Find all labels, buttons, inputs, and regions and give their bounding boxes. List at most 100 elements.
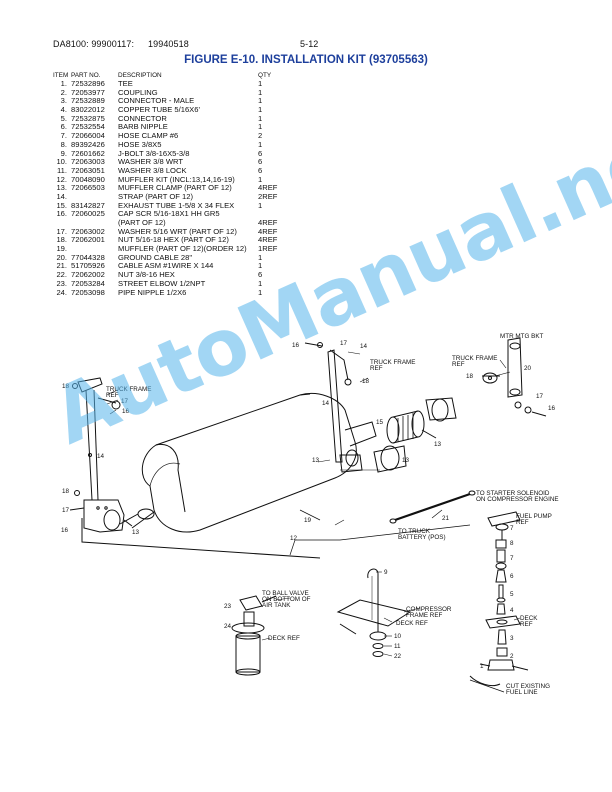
part-number: 77044328	[71, 252, 105, 262]
part-number: 72062001	[71, 235, 105, 245]
part-description: PIPE NIPPLE 1/2X6	[118, 287, 187, 297]
cable-assembly	[389, 490, 476, 524]
ball-valve-label-2: ON BOTTOM OF	[262, 596, 311, 603]
part-number: 72053977	[71, 87, 105, 97]
part-item-number: 22.	[56, 270, 67, 280]
part-description: BARB NIPPLE	[118, 122, 168, 132]
part-description: CONNECTOR	[118, 113, 167, 123]
callout-16: 16	[548, 405, 556, 412]
part-number: 72060025	[71, 209, 105, 219]
part-item-number: 4.	[60, 105, 67, 115]
callout-13: 13	[434, 441, 442, 448]
callout-13: 13	[402, 457, 410, 464]
part-quantity: 4REF	[258, 226, 278, 236]
to-battery-label: TO TRUCK	[398, 528, 431, 535]
callout-24: 24	[224, 623, 232, 630]
callout-21: 21	[442, 515, 450, 522]
part-quantity: 1REF	[258, 244, 278, 254]
callout-12: 12	[290, 535, 298, 542]
part-item-number: 14.	[56, 191, 67, 201]
callout-2: 2	[510, 653, 514, 660]
callout-16: 16	[61, 527, 69, 534]
part-number: 72532554	[71, 122, 105, 132]
callout-1: 1	[480, 663, 484, 670]
col-qty-header: QTY	[258, 72, 272, 79]
part-number: 51705926	[71, 261, 105, 271]
part-item-number: 11.	[57, 165, 67, 175]
leader-lines	[106, 351, 521, 657]
part-item-number: 18.	[56, 235, 67, 245]
callout-17: 17	[62, 507, 70, 514]
callout-11: 11	[394, 643, 401, 650]
part-quantity: 6	[258, 148, 263, 158]
fuel-pump-label: FUEL PUMP	[516, 513, 552, 520]
callout-17: 17	[536, 393, 544, 400]
part-number: 72532896	[71, 79, 105, 88]
fuel-line-label: FUEL LINE	[506, 689, 538, 696]
part-description: MUFFLER CLAMP (PART OF 12)	[118, 183, 232, 193]
callout-8: 8	[510, 540, 514, 547]
part-item-number: 17.	[56, 226, 67, 236]
part-number: 83022012	[71, 105, 105, 115]
part-description: HOSE CLAMP #6	[118, 131, 179, 141]
callout-18: 18	[466, 373, 474, 380]
part-description: CABLE ASM #1WIRE X 144	[118, 261, 214, 271]
part-item-number: 16.	[56, 209, 67, 219]
part-quantity: 1	[258, 105, 263, 115]
part-number: 89392426	[71, 139, 105, 149]
part-quantity: 1	[258, 79, 263, 88]
part-description: STRAP (PART OF 12)	[118, 191, 193, 201]
part-number: 72053284	[71, 278, 105, 288]
part-quantity: 6	[258, 270, 263, 280]
part-number: 72601662	[71, 148, 105, 158]
part-description: (PART OF 12)	[118, 218, 166, 227]
part-description: GROUND CABLE 28"	[118, 252, 193, 262]
compressor-frame-label: COMPRESSOR	[406, 606, 452, 613]
part-item-number: 23.	[56, 278, 67, 288]
figure-title: FIGURE E-10. INSTALLATION KIT (93705563)	[184, 54, 428, 66]
part-item-number: 2.	[60, 87, 67, 97]
callout-13: 13	[312, 457, 320, 464]
part-description: J-BOLT 3/8-16X5-3/8	[118, 148, 190, 158]
callout-14: 14	[360, 343, 368, 350]
col-part-no-header: PART NO.	[71, 72, 101, 79]
part-description: NUT 3/8-16 HEX	[118, 270, 175, 280]
part-number: 72053098	[71, 287, 105, 297]
part-quantity: 6	[258, 165, 263, 175]
ball-valve-label-3: AIR TANK	[262, 602, 291, 609]
part-quantity: 4REF	[258, 218, 278, 227]
part-number: 72532875	[71, 113, 105, 123]
callout-18: 18	[62, 488, 70, 495]
callout-5: 5	[510, 591, 514, 598]
truck-frame-ref-label: REF	[452, 361, 465, 368]
callout-numbers: 18 17 16 14 18 17 16 13 16 17 14 18 14 1…	[61, 340, 556, 670]
callout-9: 9	[384, 569, 388, 576]
callout-14: 14	[97, 453, 105, 460]
part-quantity: 1	[258, 96, 263, 106]
callout-16: 16	[292, 342, 300, 349]
kit-boundary	[81, 509, 471, 559]
part-quantity: 1	[258, 287, 263, 297]
callout-10: 10	[394, 633, 402, 640]
truck-frame-label: TRUCK FRAME	[106, 386, 151, 393]
doc-date: 19940518	[148, 39, 189, 49]
reference-labels: TRUCK FRAME REF TRUCK FRAME REF TRUCK FR…	[106, 333, 559, 696]
page-number: 5-12	[300, 39, 319, 49]
callout-4: 4	[510, 607, 514, 614]
truck-frame-ref-label: REF	[370, 365, 383, 372]
callout-22: 22	[394, 653, 402, 660]
to-starter-label: TO STARTER SOLENOID	[476, 490, 550, 497]
parts-list-row: 14.STRAP (PART OF 12)2REF	[53, 191, 293, 202]
